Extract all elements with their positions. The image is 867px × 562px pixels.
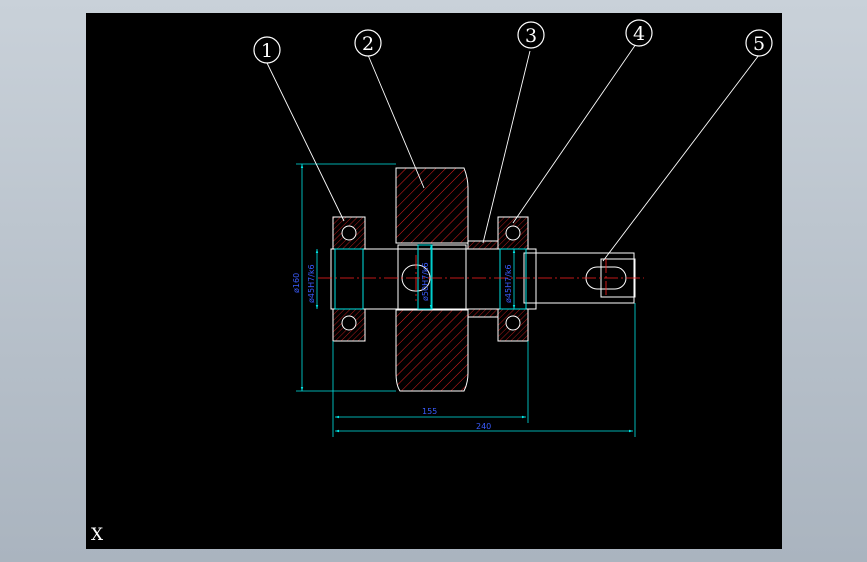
dim-bearing-left-bore: ø45H7/k6 (307, 264, 316, 303)
drawing-viewport[interactable]: ø160 ø45H7/k6 ø50H7/k6 ø45H7/k6 155 240 … (86, 13, 782, 549)
balloon-3[interactable]: 3 (517, 21, 545, 49)
leader-lines (266, 43, 760, 262)
shaft (330, 248, 636, 310)
dim-overall-diameter: ø160 (292, 273, 301, 293)
balloon-5[interactable]: 5 (745, 29, 773, 57)
balloon-1[interactable]: 1 (253, 36, 281, 64)
dim-bearing-right-bore: ø45H7/k6 (504, 264, 513, 303)
dim-length-overall: 240 (476, 422, 491, 431)
balloon-5-number: 5 (753, 33, 765, 55)
balloon-1-number: 1 (261, 40, 273, 62)
dim-gear-bore: ø50H7/k6 (421, 262, 430, 301)
balloon-2-number: 2 (362, 33, 374, 55)
bearing-left (332, 216, 366, 342)
dim-length-short: 155 (422, 407, 437, 416)
balloon-3-number: 3 (525, 25, 537, 47)
balloon-4-number: 4 (633, 23, 645, 45)
axis-indicator: X (91, 525, 104, 545)
balloon-2[interactable]: 2 (354, 29, 382, 57)
dimension-lines (296, 163, 636, 437)
balloon-4[interactable]: 4 (625, 19, 653, 47)
centerlines (318, 255, 644, 301)
cad-drawing: ø160 ø45H7/k6 ø50H7/k6 ø45H7/k6 155 240 … (253, 19, 773, 437)
bearing-right (497, 216, 529, 342)
balloons: 1 2 3 4 5 (253, 19, 773, 64)
spacer-sleeve (467, 240, 499, 318)
gear (395, 167, 469, 392)
